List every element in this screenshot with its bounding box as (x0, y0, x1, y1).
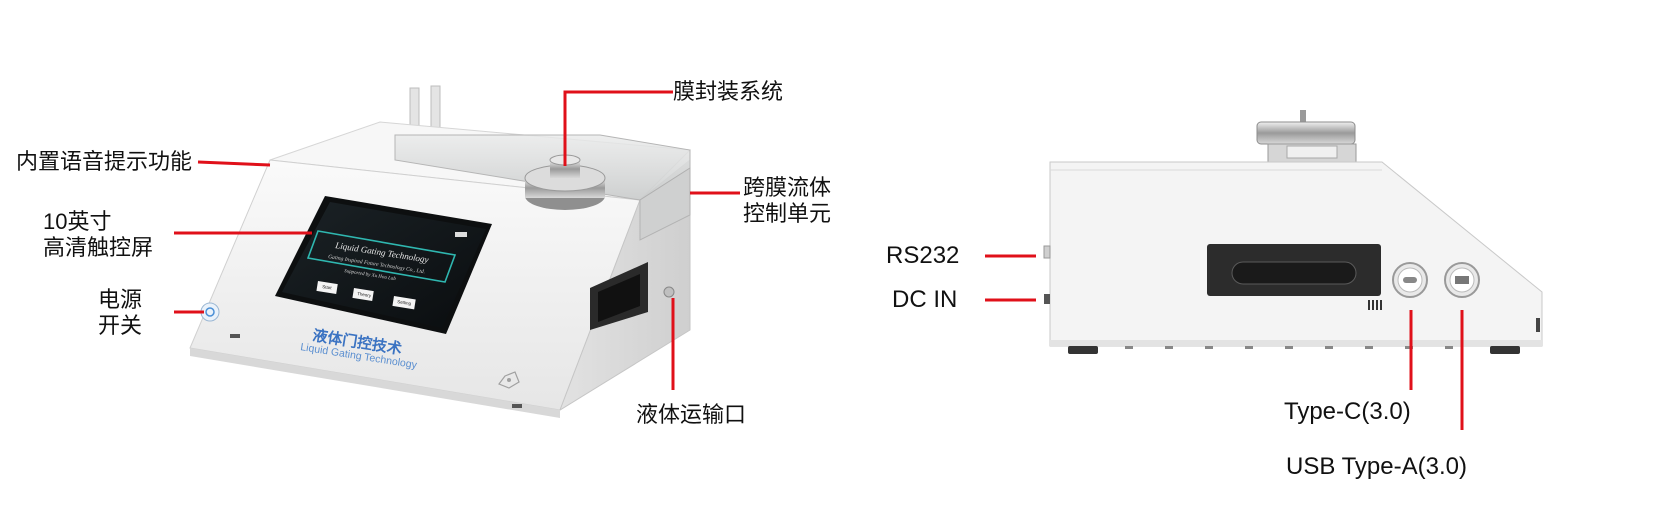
label-transmembrane-2: 控制单元 (743, 201, 832, 226)
label-power-2: 开关 (98, 313, 143, 338)
screen-theory-button[interactable]: Theory (352, 288, 374, 302)
logo-icon (498, 371, 520, 389)
label-type-c: Type-C(3.0) (1284, 398, 1411, 425)
type-c-port (1392, 262, 1428, 298)
label-screen-1: 10英寸 (43, 209, 112, 234)
label-power-1: 电源 (98, 287, 143, 312)
label-fluid-port: 液体运输口 (636, 402, 747, 427)
label-voice-prompt: 内置语音提示功能 (16, 149, 193, 174)
label-transmembrane-1: 跨膜流体 (743, 175, 832, 200)
side-device (1043, 110, 1543, 354)
svg-text:Start: Start (322, 284, 333, 291)
front-leader-lines (174, 90, 740, 390)
label-rs232: RS232 (886, 242, 960, 269)
svg-text:Theory: Theory (357, 291, 372, 298)
usb-a-port (1444, 262, 1480, 298)
label-dc-in: DC IN (892, 286, 958, 313)
label-usb-a: USB Type-A(3.0) (1286, 453, 1467, 480)
label-membrane-sealing: 膜封装系统 (673, 79, 784, 104)
label-screen-2: 高清触控屏 (43, 235, 154, 260)
side-leader-lines (985, 254, 1464, 430)
screen-start-button[interactable]: Start (316, 281, 338, 295)
front-device: Liquid Gating Technology Gating Inspired… (189, 85, 692, 418)
svg-text:Setting: Setting (397, 299, 412, 306)
screen-setting-button[interactable]: Setting (392, 296, 416, 310)
